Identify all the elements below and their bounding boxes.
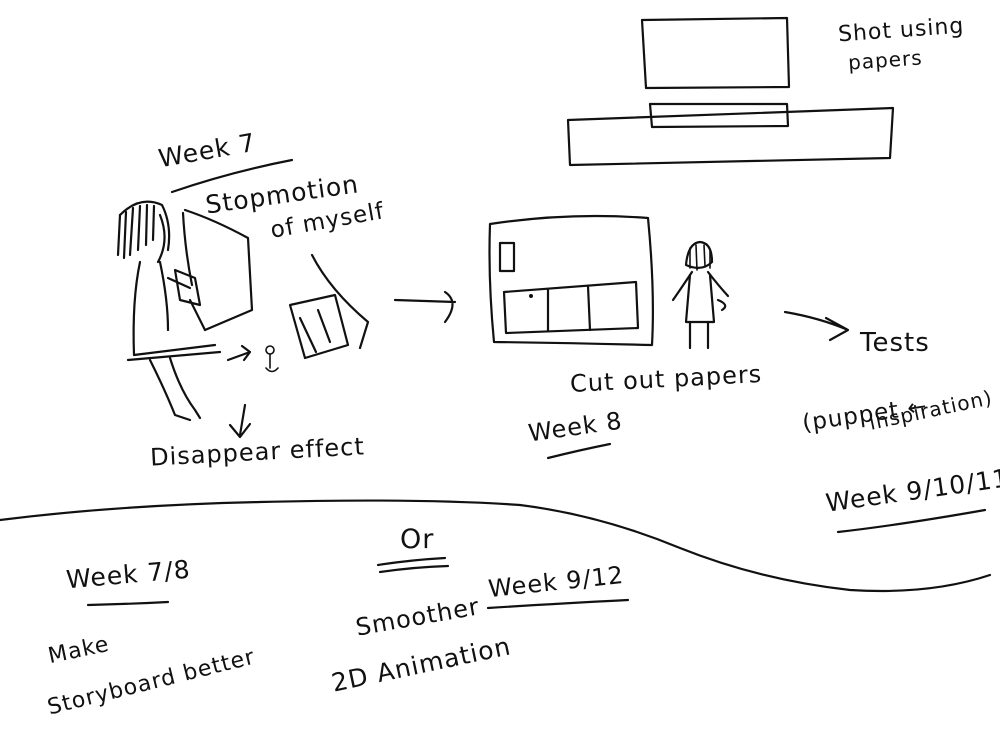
arrow-to-papers xyxy=(393,290,457,324)
paper-board-drawing xyxy=(488,214,654,347)
papers-label: papers xyxy=(847,45,924,75)
paper-setup-drawing xyxy=(566,16,895,167)
paper-frame-drawing xyxy=(288,253,370,360)
down-arrow xyxy=(228,403,252,439)
week91011-underline xyxy=(836,508,987,534)
section-divider xyxy=(0,499,992,593)
or-underline xyxy=(376,556,450,574)
tiny-figure-drawing xyxy=(265,345,279,373)
week7-underline xyxy=(170,158,294,194)
week912-underline xyxy=(486,598,630,610)
self-figure-drawing xyxy=(116,200,222,422)
screen-drawing xyxy=(181,208,254,332)
week78-underline xyxy=(86,600,170,607)
or-label: Or xyxy=(400,524,435,555)
standing-figure-drawing xyxy=(671,240,730,350)
week8-underline xyxy=(546,442,612,460)
small-arrow xyxy=(226,344,252,362)
arrow-to-tests xyxy=(783,310,850,342)
tests-label: Tests xyxy=(860,328,930,358)
